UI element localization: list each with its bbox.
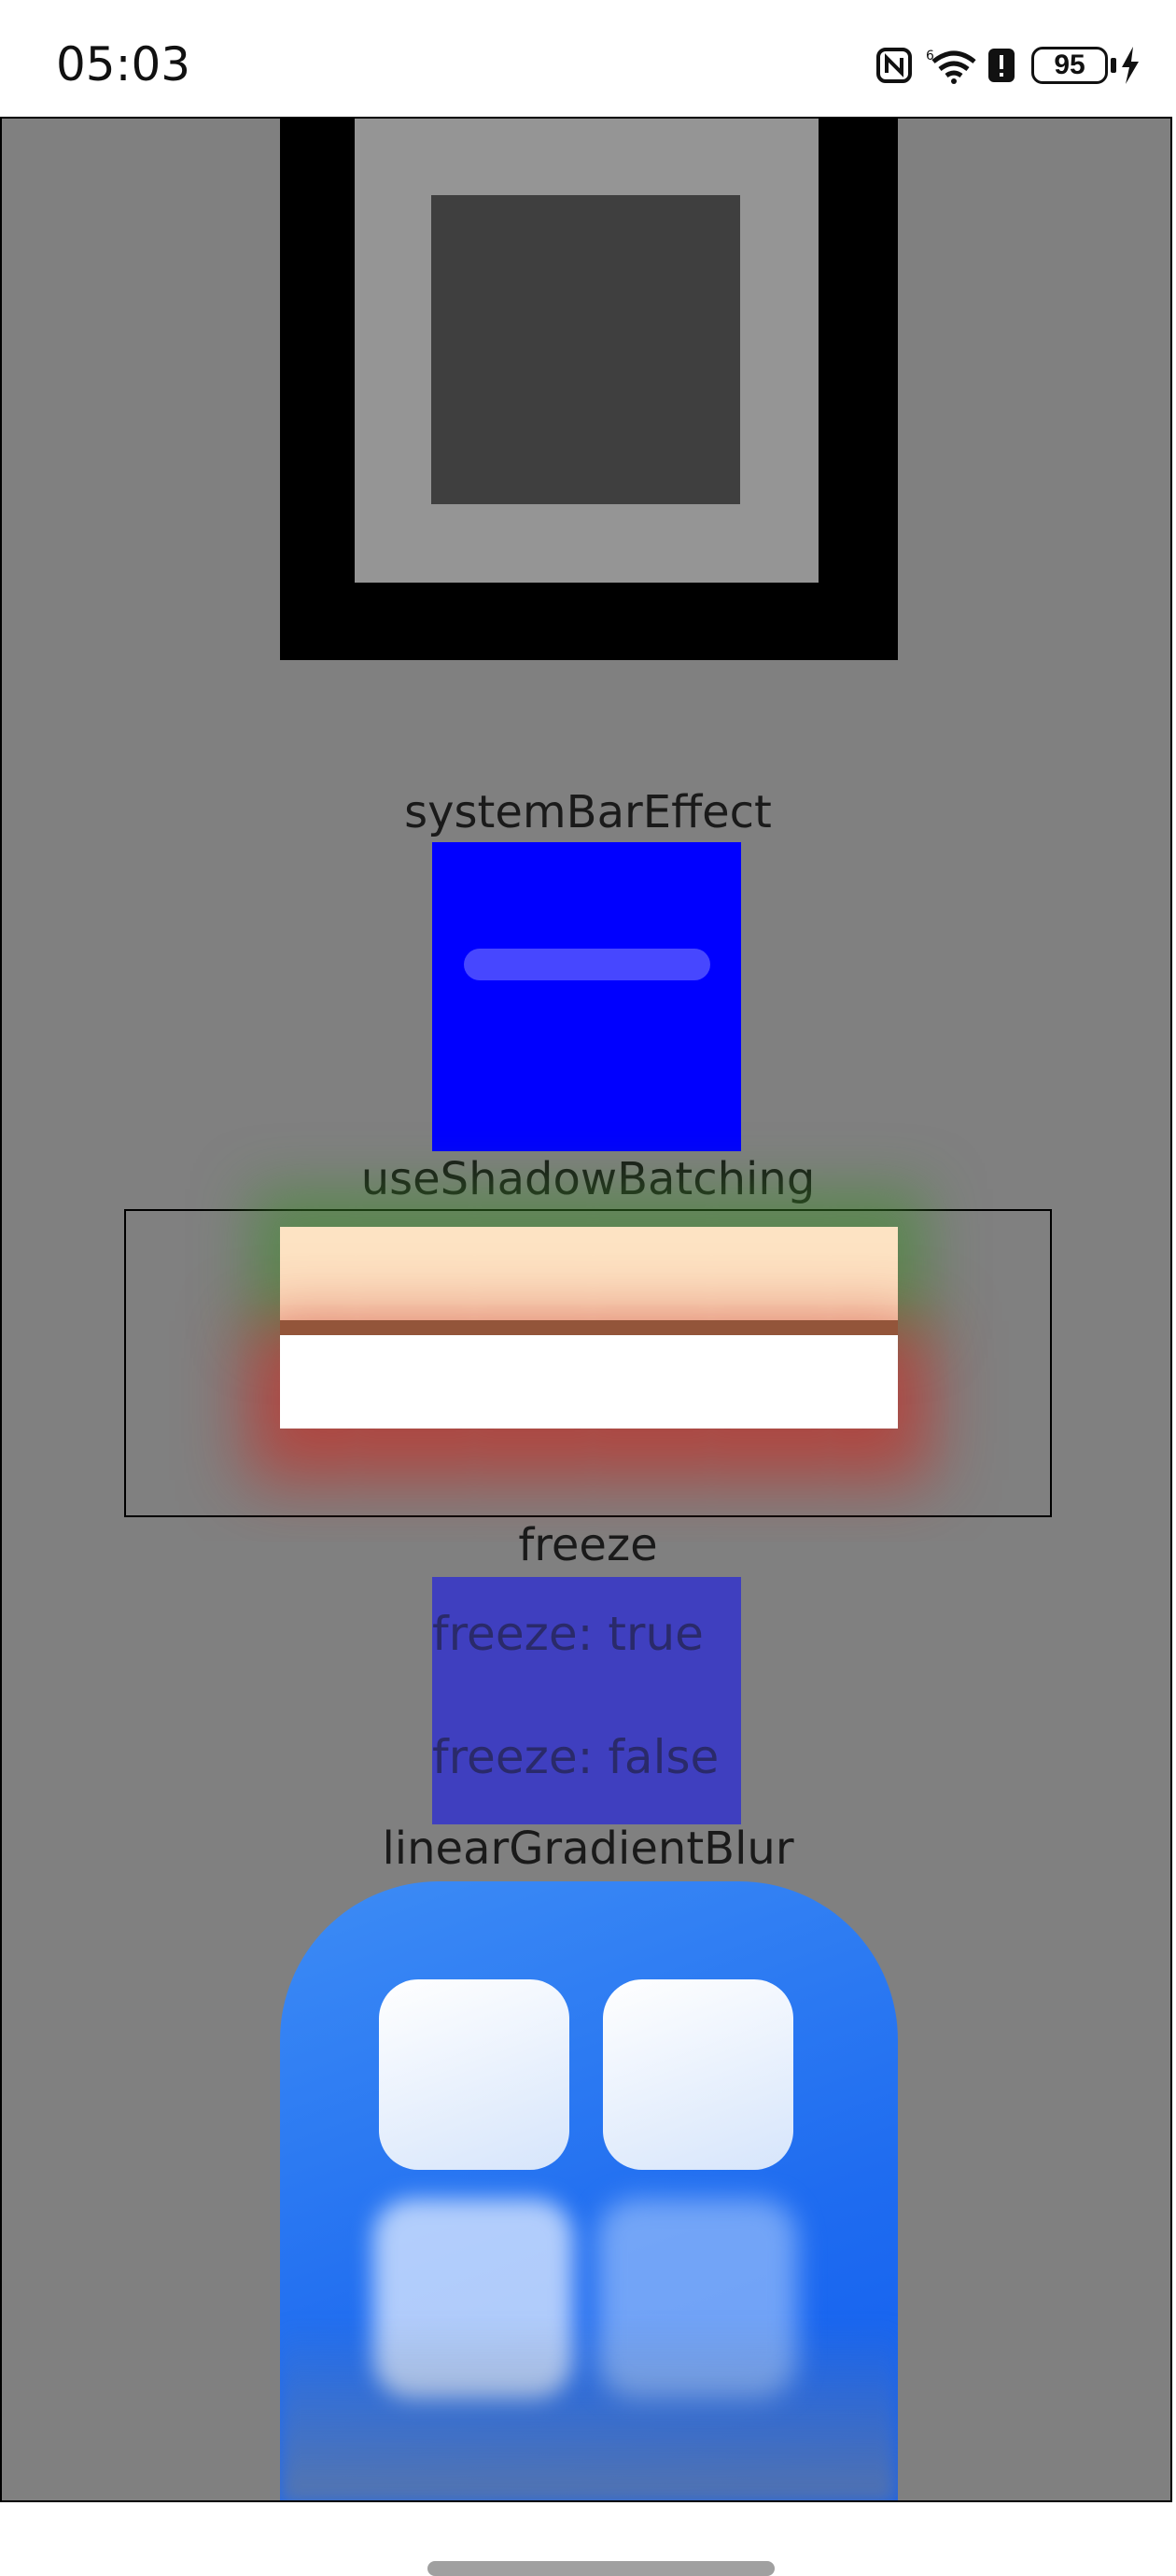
charging-icon [1122, 47, 1139, 84]
freeze-true-text: freeze: true [432, 1607, 704, 1661]
app-tile-1 [379, 1979, 569, 2170]
app-grid-icon [280, 1881, 898, 2500]
freeze-label: freeze [518, 1519, 658, 1571]
status-bar: 05:03 6 95 [0, 0, 1176, 117]
system-bar-pill [464, 949, 710, 980]
status-time: 05:03 [56, 37, 191, 91]
middle-square [355, 119, 819, 583]
gradient-blur-fade [280, 2320, 898, 2500]
freeze-box: freeze: true freeze: false [432, 1577, 741, 1824]
alert-icon [988, 49, 1015, 82]
use-shadow-batching-label: useShadowBatching [360, 1153, 816, 1205]
demo-canvas[interactable]: systemBarEffect useShadowBatching freeze… [0, 117, 1172, 2502]
battery-tip [1111, 58, 1116, 73]
svg-text:6: 6 [926, 49, 934, 63]
app-tile-2 [603, 1979, 793, 2170]
home-indicator[interactable] [427, 2561, 775, 2576]
linear-gradient-blur-label: linearGradientBlur [382, 1823, 794, 1875]
shadow-gap [280, 1320, 898, 1335]
battery-icon: 95 [1031, 47, 1108, 84]
outer-square [280, 119, 898, 660]
freeze-false-text: freeze: false [432, 1730, 720, 1784]
shadow-bar-bottom [280, 1335, 898, 1429]
system-bar-effect-label: systemBarEffect [404, 786, 772, 838]
shadow-bar-top [280, 1227, 898, 1320]
wifi-icon: 6 [926, 49, 976, 84]
system-bar-effect-box [432, 842, 741, 1151]
nfc-icon [876, 48, 912, 83]
inner-square [431, 195, 740, 504]
shadow-batching-frame [124, 1209, 1052, 1517]
